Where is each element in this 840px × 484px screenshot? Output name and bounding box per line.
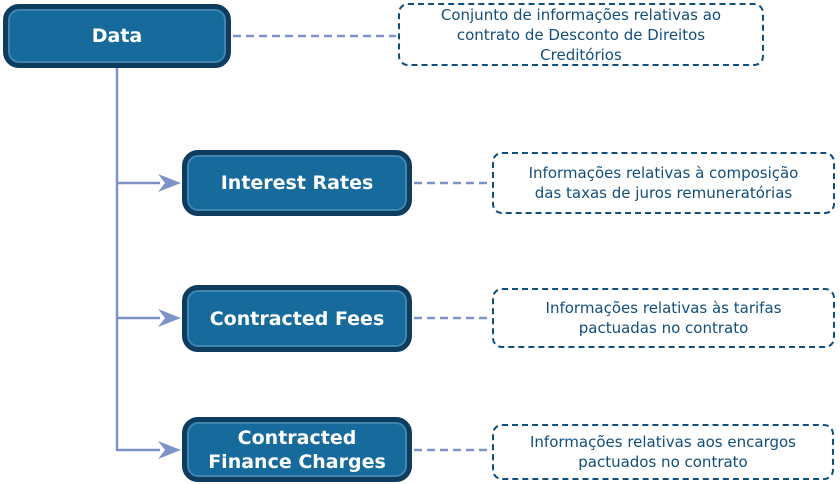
note-interest-rates: Informações relativas à composição das t…: [492, 152, 835, 214]
note-contracted-finance-charges: Informações relativas aos encargos pactu…: [492, 424, 834, 480]
arrowhead-contracted-fees-icon: [158, 309, 181, 327]
node-interest-rates: Interest Rates: [182, 150, 412, 216]
node-contracted-fees: Contracted Fees: [182, 285, 412, 352]
node-data: Data: [3, 4, 231, 68]
arrowhead-contracted-finance-charges-icon: [158, 441, 181, 459]
note-contracted-fees-text: Informações relativas às tarifas pactuad…: [545, 299, 782, 337]
note-data-text: Conjunto de informações relativas ao con…: [440, 5, 722, 64]
arrowhead-interest-rates-icon: [158, 174, 181, 192]
node-contracted-fees-label: Contracted Fees: [209, 307, 385, 330]
node-interest-rates-label: Interest Rates: [220, 172, 374, 194]
trunk-connector: [115, 68, 160, 452]
node-contracted-finance-charges-label: Contracted Finance Charges: [208, 426, 386, 473]
note-interest-rates-text: Informações relativas à composição das t…: [528, 164, 799, 202]
note-data: Conjunto de informações relativas ao con…: [398, 3, 764, 66]
node-contracted-finance-charges: Contracted Finance Charges: [182, 417, 412, 482]
node-data-label: Data: [91, 25, 143, 47]
note-contracted-fees: Informações relativas às tarifas pactuad…: [492, 288, 835, 348]
note-contracted-finance-charges-text: Informações relativas aos encargos pactu…: [529, 433, 796, 471]
